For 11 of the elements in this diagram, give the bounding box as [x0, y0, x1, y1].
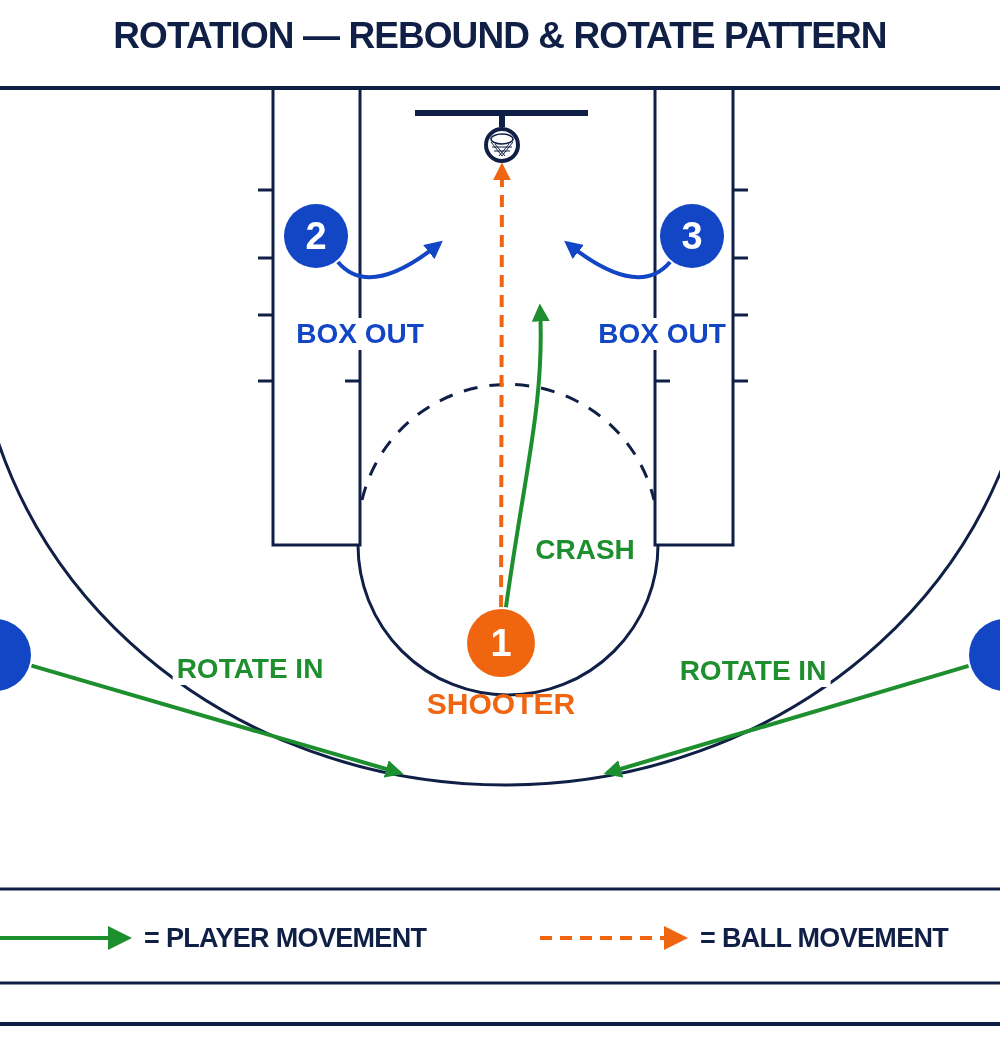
arrow [30, 663, 404, 778]
title: ROTATION — REBOUND & ROTATE PATTERN [112, 14, 888, 58]
hoop-icon [483, 126, 521, 164]
arrow [503, 303, 550, 608]
arrow [492, 162, 511, 607]
legend-text: = PLAYER MOVEMENT [144, 922, 427, 955]
legend-text: = BALL MOVEMENT [700, 922, 949, 955]
player-caption: SHOOTER [425, 687, 577, 721]
arrow [564, 240, 672, 280]
arrow [603, 663, 970, 778]
arrow [336, 240, 443, 280]
